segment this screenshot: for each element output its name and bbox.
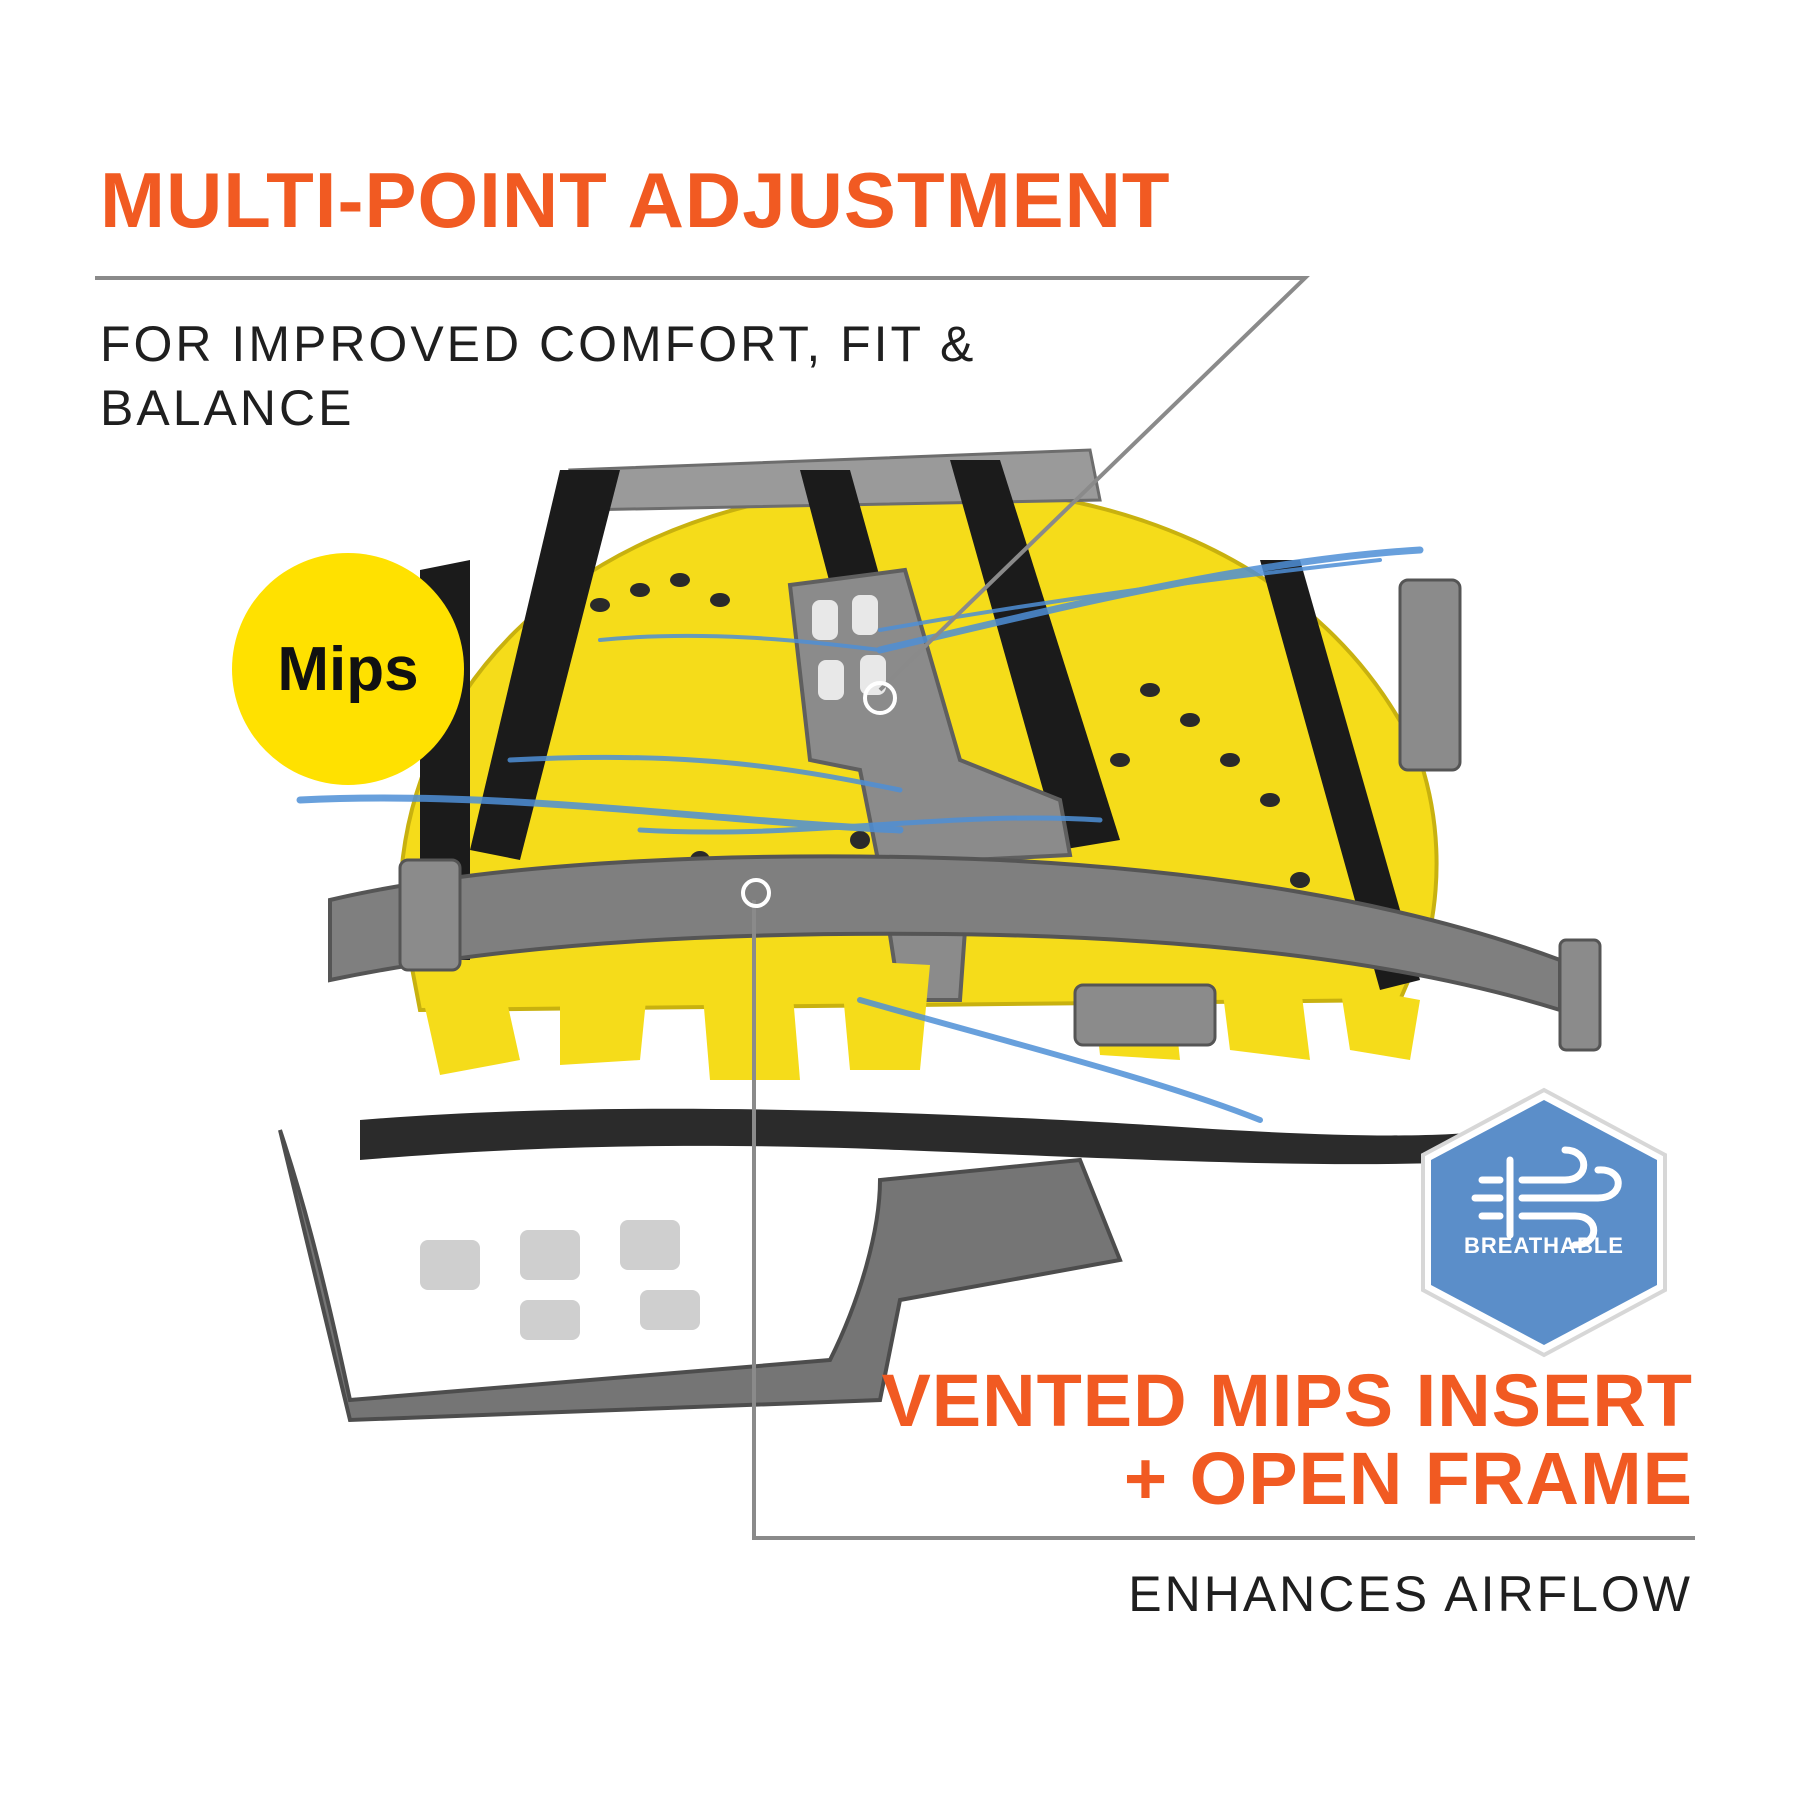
mips-badge: Mips: [232, 553, 464, 785]
side-clips: [398, 578, 1602, 1052]
multi-point-adjustment-headline: MULTI-POINT ADJUSTMENT: [100, 156, 1171, 244]
nape-strap: [278, 1129, 1123, 1423]
vented-mips-headline-line2: + OPEN FRAME: [1123, 1436, 1693, 1520]
wind-airflow-icon: [1471, 1146, 1622, 1249]
comfort-padding: [360, 1108, 1500, 1165]
multi-point-adjustment-subtext: FOR IMPROVED COMFORT, FIT & BALANCE: [100, 316, 977, 436]
breathable-hexagon: [1421, 1087, 1667, 1358]
vented-mips-subtext: ENHANCES AIRFLOW: [1128, 1566, 1693, 1622]
frame-cutouts: [420, 960, 1420, 1080]
vented-mips-headline-line1: VENTED MIPS INSERT: [881, 1359, 1693, 1442]
leader-lines: [95, 276, 1695, 1540]
vented-mips-headline: VENTED MIPS INSERT + OPEN FRAME: [881, 1362, 1693, 1517]
airflow-streaks: [296, 546, 1424, 1123]
breathable-badge-label: BREATHABLE: [1464, 1233, 1624, 1258]
mips-badge-label: Mips: [277, 634, 419, 704]
leader-endpoints: [741, 681, 897, 908]
